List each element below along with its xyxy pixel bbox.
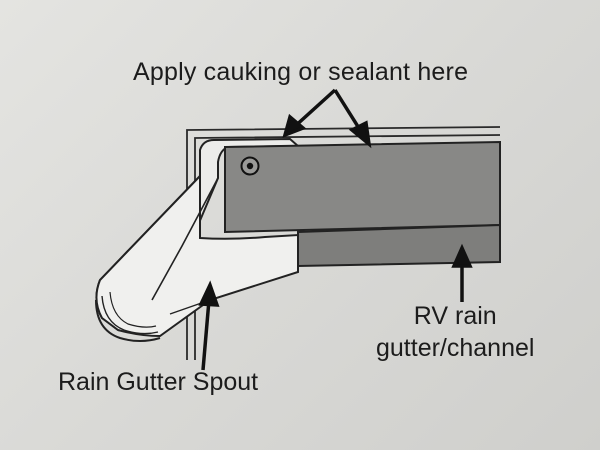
sealant-arrows xyxy=(282,88,372,149)
channel-label-line2: gutter/channel xyxy=(376,334,535,362)
sealant-label: Apply cauking or sealant here xyxy=(133,58,469,86)
spout-label: Rain Gutter Spout xyxy=(58,368,259,396)
channel-arrow xyxy=(451,243,473,302)
screw-icon xyxy=(240,156,260,176)
rv-rain-gutter-channel xyxy=(224,140,501,268)
rain-gutter-spout xyxy=(95,137,301,342)
channel-label-line1: RV rain xyxy=(413,302,497,330)
spout-arrow xyxy=(198,280,220,371)
channel-label: RV rain gutter/channel xyxy=(376,300,534,364)
